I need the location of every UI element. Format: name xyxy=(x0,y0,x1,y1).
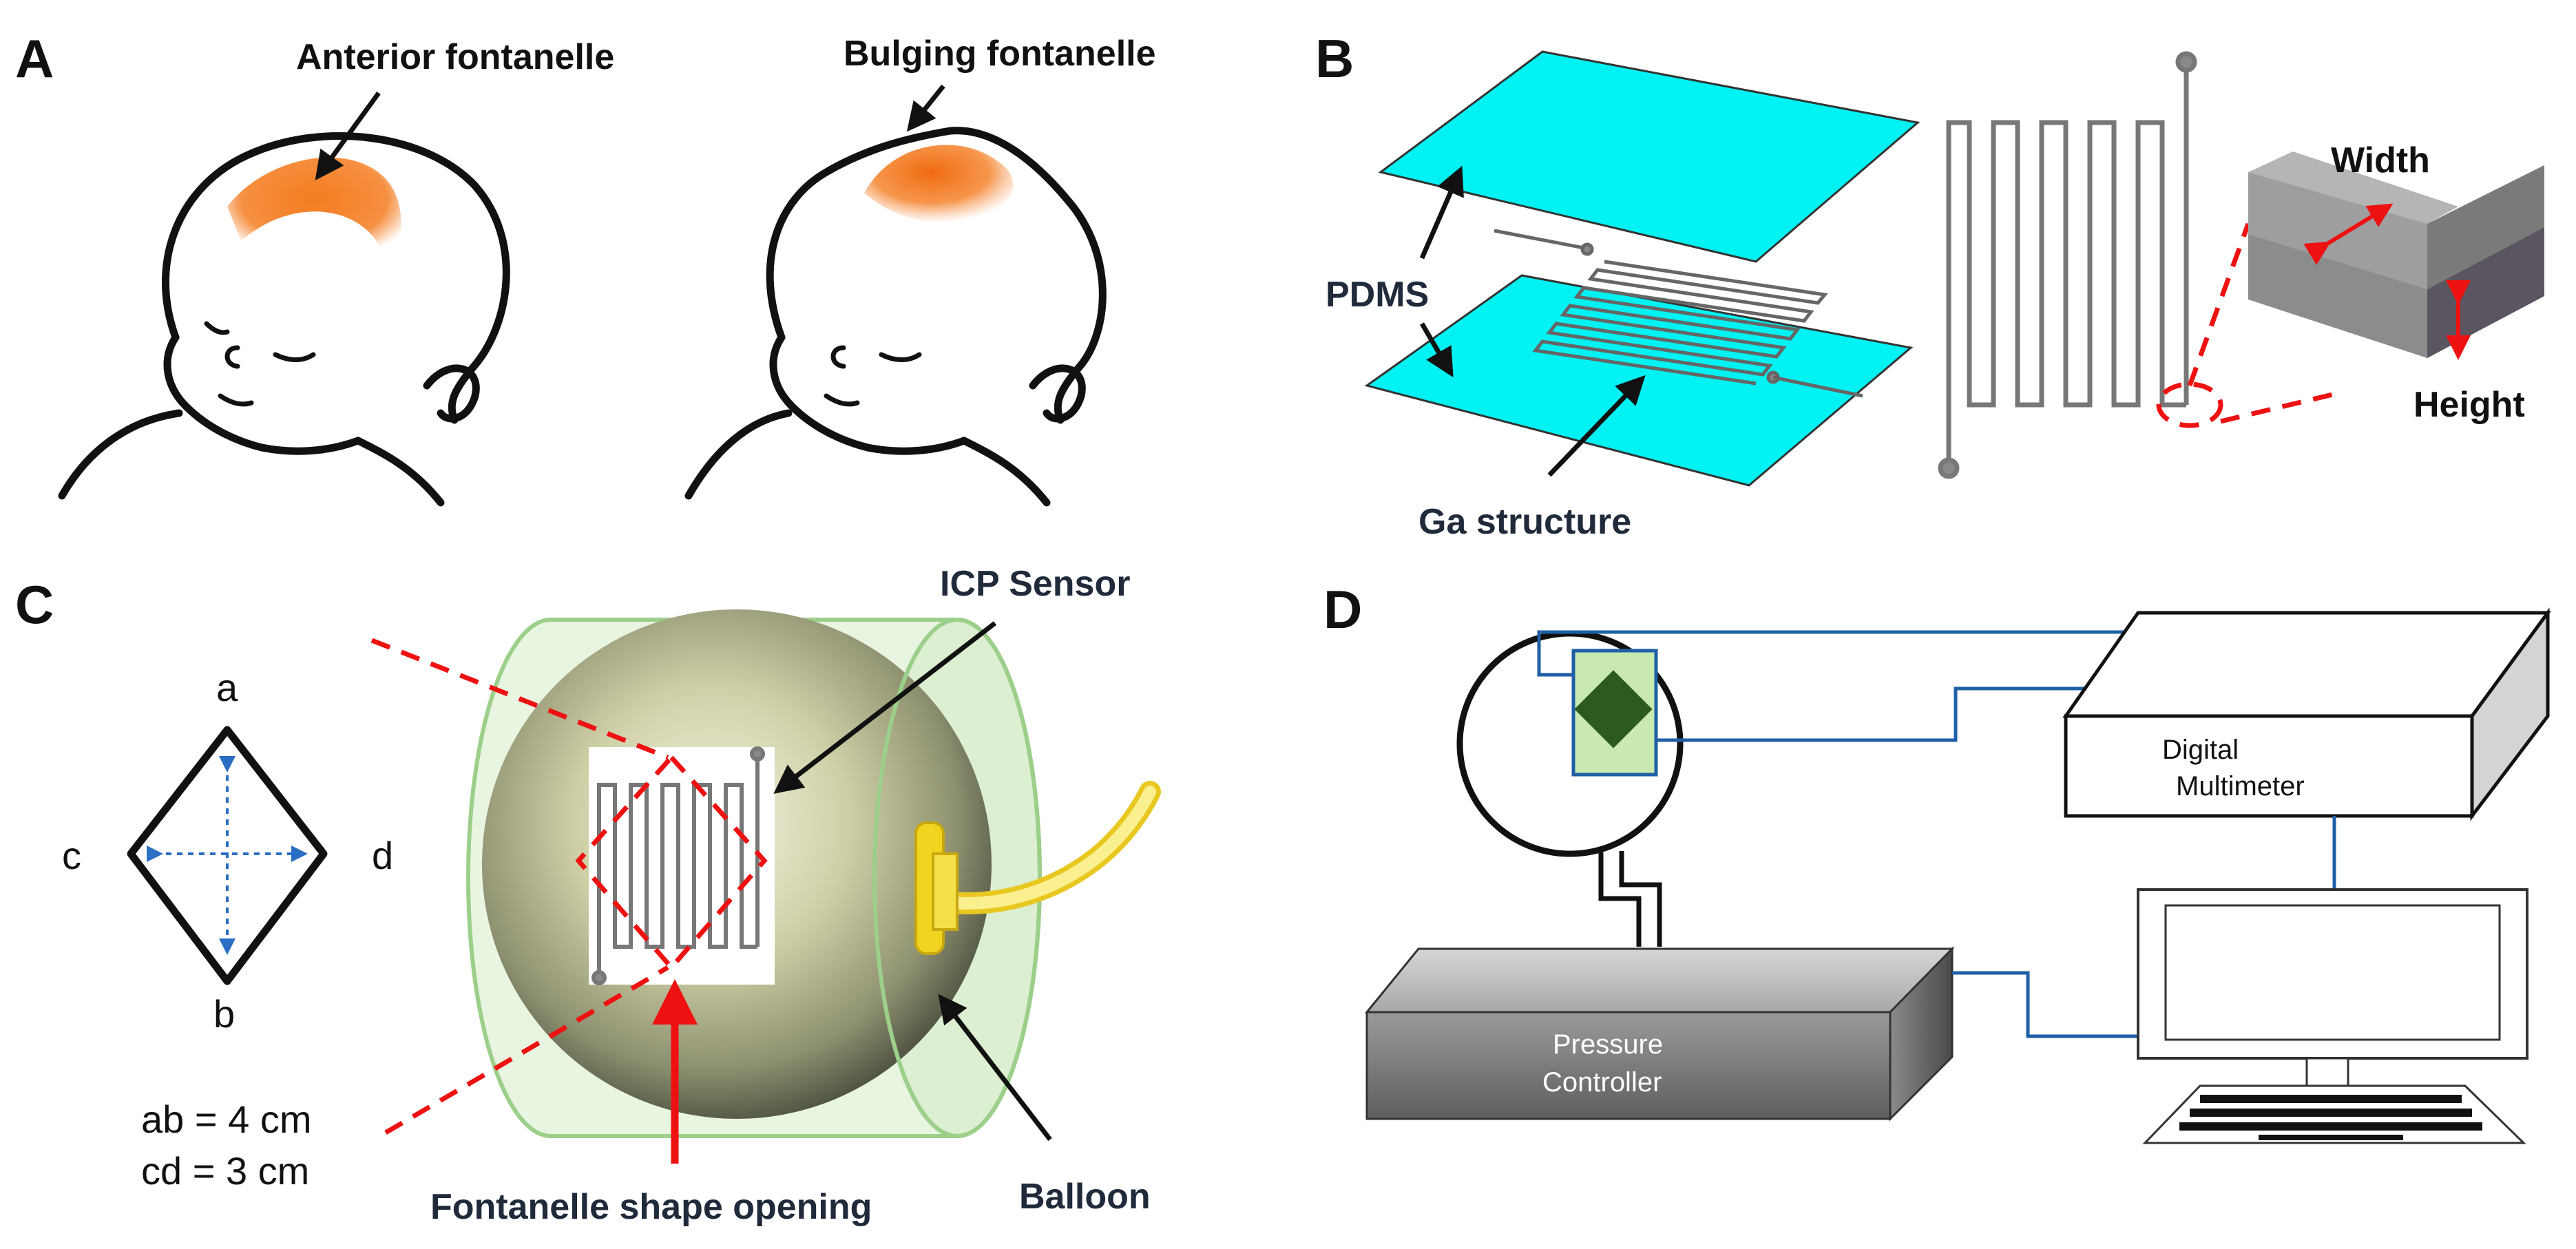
callout-line-bottom xyxy=(2220,390,2342,424)
cheek-line xyxy=(204,321,230,335)
nose-mouth-2 xyxy=(824,393,860,407)
label-ga-structure: Ga structure xyxy=(1418,502,1631,542)
label-pdms: PDMS xyxy=(1326,275,1429,315)
ga-serpentine-exploded xyxy=(1494,229,1863,398)
pressure-controller xyxy=(1364,946,1955,1122)
eye-closed xyxy=(273,352,316,362)
panel-b-letter: B xyxy=(1315,28,1354,89)
label-anterior-fontanelle: Anterior fontanelle xyxy=(296,37,614,77)
balloon-tube xyxy=(914,781,1161,955)
stem-pipe xyxy=(1598,851,1662,947)
panel-d: D Pressure Controller Digital Multimeter xyxy=(1323,579,2551,1144)
sensor-diamond xyxy=(1574,670,1653,748)
stem-pipe-fill xyxy=(1604,854,1656,947)
wire-controller-computer xyxy=(1952,971,2138,1038)
label-balloon: Balloon xyxy=(1019,1177,1151,1217)
computer xyxy=(2137,888,2528,1144)
anterior-arrow xyxy=(315,91,381,180)
ear-2 xyxy=(1029,364,1086,423)
callout-line-top xyxy=(2187,222,2251,387)
width-arrow xyxy=(2303,203,2394,265)
bulging-patch xyxy=(864,145,1014,224)
vertex-d: d xyxy=(372,834,393,877)
balloon-arrow xyxy=(938,994,1052,1142)
panel-a-letter: A xyxy=(15,28,54,89)
pdms-arrow-top xyxy=(1419,165,1464,260)
icp-sensor-arrow xyxy=(773,621,997,794)
eye-closed-2 xyxy=(879,352,922,362)
baby-head-bulging xyxy=(684,84,1107,507)
fontanelle-diamond xyxy=(127,726,328,985)
ear xyxy=(423,364,480,423)
wire-sensor-meter-2 xyxy=(1656,686,2086,742)
ga-serpentine-flat xyxy=(1938,51,2197,479)
head-outline-2 xyxy=(766,127,1107,424)
pdms-arrow-bottom xyxy=(1419,322,1454,378)
label-icp-sensor: ICP Sensor xyxy=(940,564,1130,604)
channel-cross-section xyxy=(2248,151,2544,358)
label-pressure-1: Pressure xyxy=(1553,1029,1663,1060)
panel-c-letter: C xyxy=(15,574,54,635)
vertex-b: b xyxy=(213,992,235,1036)
panel-b: B PDMS Ga structure xyxy=(1315,28,2544,542)
face-outline xyxy=(163,333,362,455)
label-bulging-fontanelle: Bulging fontanelle xyxy=(844,34,1156,74)
label-multimeter-2: Multimeter xyxy=(2176,771,2305,801)
cylinder-front xyxy=(872,618,1042,1138)
eye-c xyxy=(224,345,240,369)
bulging-arrow xyxy=(906,84,945,132)
icp-sensor-serpentine xyxy=(591,746,765,985)
label-fontanelle-opening: Fontanelle shape opening xyxy=(430,1187,872,1227)
dimension-cd: cd = 3 cm xyxy=(141,1149,309,1193)
label-pressure-2: Controller xyxy=(1542,1067,1662,1098)
face-outline-2 xyxy=(769,333,968,455)
fontanelle-patch xyxy=(227,157,401,262)
callout-circle xyxy=(2156,381,2223,428)
ga-arrow xyxy=(1547,375,1646,477)
label-width: Width xyxy=(2331,140,2430,180)
dimension-ab: ab = 4 cm xyxy=(141,1098,311,1141)
panel-a: A Anterior fontanelle xyxy=(15,28,1156,507)
shoulder-left xyxy=(58,409,183,500)
panel-c: C a b c d ab = 4 cm cd = 3 cm xyxy=(15,564,1161,1227)
digital-multimeter xyxy=(2062,607,2551,821)
neck xyxy=(354,437,445,507)
wire-sensor-meter-1 xyxy=(1537,630,2155,677)
label-height: Height xyxy=(2413,385,2525,425)
shoulder-left-2 xyxy=(684,409,793,500)
projection-line-top xyxy=(370,638,669,760)
baby-head-normal: Anterior fontanelle xyxy=(58,37,614,507)
panel-d-letter: D xyxy=(1323,579,1362,640)
head-outline xyxy=(162,132,510,424)
neck-2 xyxy=(960,437,1051,507)
keyboard-keys xyxy=(2179,1095,2482,1140)
vertex-c: c xyxy=(62,834,81,877)
label-multimeter-1: Digital xyxy=(2162,735,2239,765)
eye-c-2 xyxy=(830,345,846,369)
projection-line-bottom xyxy=(384,965,669,1135)
vertex-a: a xyxy=(216,666,238,709)
pdms-top-layer xyxy=(1378,50,1920,263)
nose-mouth xyxy=(218,393,254,407)
